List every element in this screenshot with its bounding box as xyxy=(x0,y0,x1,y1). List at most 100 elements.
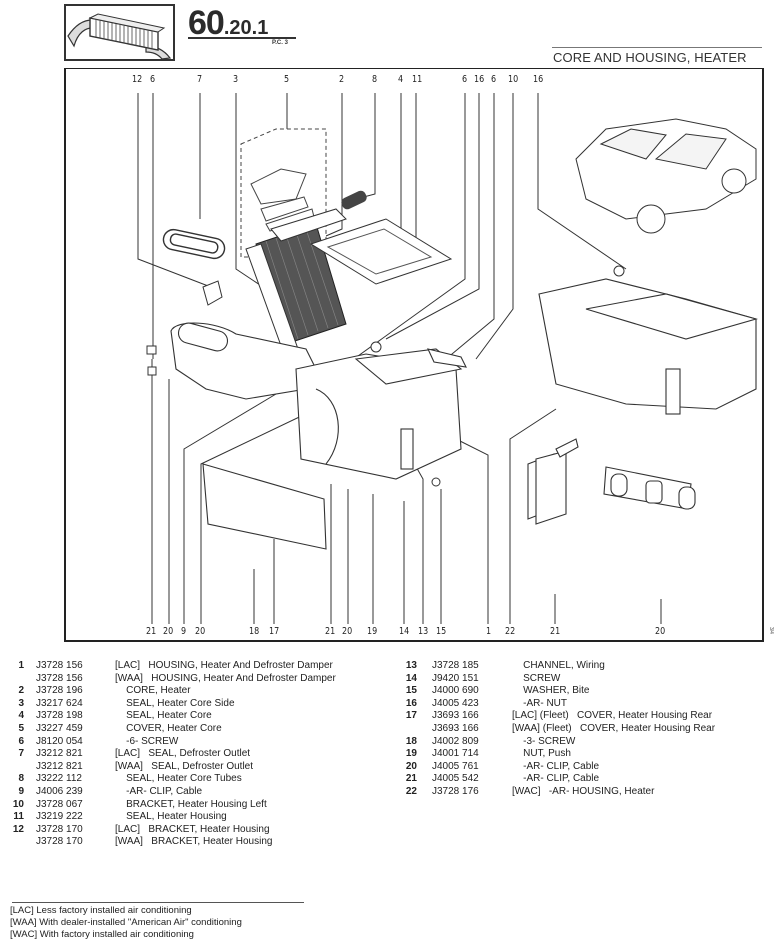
part-description: [WAA] SEAL, Defroster Outlet xyxy=(115,760,254,772)
callout-16: 16 xyxy=(474,74,485,85)
ref-number: 9 xyxy=(18,785,24,797)
legend-rule xyxy=(12,902,304,903)
figure-reference-mark: 3/4 xyxy=(768,627,774,634)
pc-label: P.C. 3 xyxy=(272,40,288,46)
callout-7: 7 xyxy=(197,74,203,85)
callout-9: 9 xyxy=(181,626,187,637)
page-number-sub: .20. xyxy=(223,17,258,39)
ref-number: 14 xyxy=(405,672,417,684)
part-number: J3728 067 xyxy=(36,798,83,810)
part-number: J3212 821 xyxy=(36,748,83,760)
part-number: J3728 176 xyxy=(432,785,479,797)
heater-core-drawing xyxy=(245,190,453,355)
callout-6: 6 xyxy=(150,74,156,85)
callout-20d: 20 xyxy=(655,626,666,637)
page-number-main: 60 xyxy=(188,4,225,42)
ref-number: 19 xyxy=(405,748,417,760)
ref-number: 2 xyxy=(18,685,24,697)
callout-21c: 21 xyxy=(550,626,561,637)
leader-line-20b xyxy=(200,408,317,624)
callout-20c: 20 xyxy=(342,626,353,637)
callout-15: 15 xyxy=(436,626,447,637)
callout-22: 22 xyxy=(505,626,516,637)
part-number: J4001 714 xyxy=(432,748,479,760)
abbreviation-legend: [LAC] Less factory installed air conditi… xyxy=(10,905,242,941)
heater-core-icon xyxy=(67,13,172,60)
leader-line-22 xyxy=(509,408,557,624)
page-number-index: 1 xyxy=(257,17,269,39)
part-description: SCREW xyxy=(512,672,561,684)
part-number: J4005 542 xyxy=(432,773,479,785)
ref-number: 21 xyxy=(405,773,417,785)
ref-number: 10 xyxy=(12,798,24,810)
page-number: 60.20.1 xyxy=(188,4,268,43)
heater-core-thumbnail xyxy=(64,4,175,61)
ref-number: 18 xyxy=(405,735,417,747)
leader-line-1 xyxy=(455,438,489,624)
leader-line-8 xyxy=(355,93,376,200)
leader-line-12 xyxy=(137,93,217,290)
part-number: J4005 761 xyxy=(432,760,479,772)
part-description: [LAC] SEAL, Defroster Outlet xyxy=(115,748,251,760)
ref-number: 16 xyxy=(405,697,417,709)
part-number: J3693 166 xyxy=(432,710,479,722)
part-description: COVER, Heater Core xyxy=(115,722,222,734)
callout-16b: 16 xyxy=(533,74,544,85)
ref-number: 13 xyxy=(405,660,417,671)
part-number: J8120 054 xyxy=(36,735,83,747)
part-number: J3728 185 xyxy=(432,660,479,671)
part-number: J3219 222 xyxy=(36,811,83,823)
ref-number: 20 xyxy=(405,760,417,772)
callout-18: 18 xyxy=(249,626,260,637)
part-description: BRACKET, Heater Housing Left xyxy=(115,798,267,810)
ref-number: 12 xyxy=(12,823,24,835)
leader-line-13 xyxy=(405,448,424,624)
ref-number: 7 xyxy=(18,748,24,760)
ref-number: 3 xyxy=(18,697,24,709)
callout-11: 11 xyxy=(412,74,423,85)
part-number: J4006 239 xyxy=(36,785,83,797)
callout-13: 13 xyxy=(418,626,429,637)
part-number: J3728 170 xyxy=(36,836,83,848)
leader-line-9 xyxy=(183,393,277,624)
leader-line-10 xyxy=(475,93,514,360)
callout-10: 10 xyxy=(508,74,519,85)
ref-number: 17 xyxy=(405,710,417,722)
part-description: WASHER, Bite xyxy=(512,685,590,697)
part-description: [LAC] (Fleet) COVER, Heater Housing Rear xyxy=(512,710,713,722)
part-description: -AR- CLIP, Cable xyxy=(512,773,600,785)
vehicle-illustration xyxy=(575,118,757,234)
part-number: J3728 198 xyxy=(36,710,83,722)
callout-17: 17 xyxy=(269,626,280,637)
legend-wac: [WAC] With factory installed air conditi… xyxy=(10,929,194,940)
leader-line-3 xyxy=(235,93,267,290)
part-description: SEAL, Heater Housing xyxy=(115,811,227,823)
part-number: J9420 151 xyxy=(432,672,479,684)
part-description: -AR- CLIP, Cable xyxy=(115,785,203,797)
leader-line-16a xyxy=(385,93,480,340)
part-number: J3728 170 xyxy=(36,823,83,835)
leader-line-6c xyxy=(445,93,495,360)
part-description: [WAA] BRACKET, Heater Housing xyxy=(115,836,273,848)
part-description: SEAL, Heater Core xyxy=(115,710,212,722)
part-number: J3728 156 xyxy=(36,660,83,671)
heater-housing-drawing xyxy=(170,322,463,480)
page-number-underline xyxy=(188,37,296,39)
leader-line-16b xyxy=(537,93,627,270)
part-number: J3222 112 xyxy=(36,773,82,785)
callout-20: 20 xyxy=(163,626,174,637)
callout-4: 4 xyxy=(398,74,404,85)
exploded-parts-diagram: 12 6 7 3 5 2 8 4 11 6 16 6 10 16 21 20 9… xyxy=(64,68,764,642)
ref-number: 22 xyxy=(405,785,417,797)
part-description: -3- SCREW xyxy=(512,735,576,747)
part-description: NUT, Push xyxy=(512,748,571,760)
diagram-drawing xyxy=(137,93,759,624)
part-number: J3728 156 xyxy=(36,672,83,684)
callout-5: 5 xyxy=(284,74,290,85)
part-description: SEAL, Heater Core Tubes xyxy=(115,773,242,785)
part-number: J3227 459 xyxy=(36,722,83,734)
part-description: -6- SCREW xyxy=(115,735,179,747)
ref-number: 1 xyxy=(18,660,24,671)
callout-6b: 6 xyxy=(462,74,468,85)
ref-number: 8 xyxy=(18,773,24,785)
